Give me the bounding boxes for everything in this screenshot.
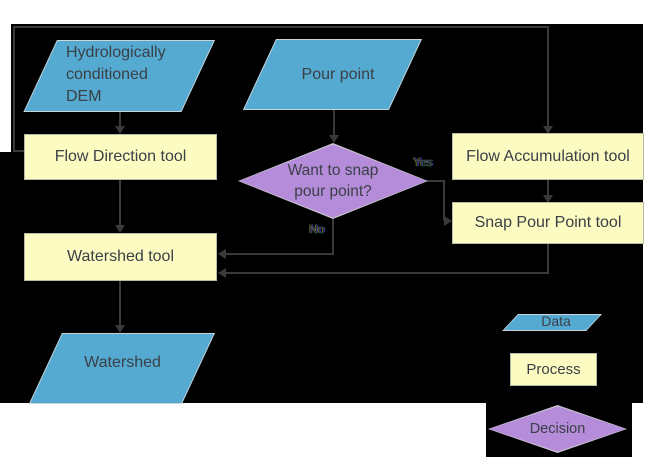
- edge-decision-yes-horizontal: [427, 180, 445, 182]
- node-flowaccumulation: Flow Accumulation tool: [452, 133, 644, 180]
- node-dem-line1: Hydrologically: [66, 44, 166, 61]
- arrowhead-yes-into-snappourpoint: [444, 216, 452, 226]
- node-decision-label: Want to snap pour point?: [238, 143, 428, 219]
- edge-decision-no-horizontal: [226, 253, 334, 255]
- edge-dem-to-flowdirection: [119, 112, 121, 127]
- edge-flowdirection-to-watershedtool: [119, 180, 121, 226]
- legend-decision-label: Decision: [488, 405, 627, 453]
- edge-decision-no-vertical: [332, 218, 334, 255]
- arrowhead-no-into-watershedtool: [218, 249, 226, 259]
- edge-decision-yes-vertical: [443, 180, 445, 221]
- node-dem-line3: DEM: [66, 88, 102, 105]
- arrowhead-dem-to-flowdirection: [115, 126, 125, 134]
- arrowhead-pourpoint-to-decision: [329, 135, 339, 143]
- legend-decision-text: Decision: [529, 421, 586, 437]
- edge-top-horizontal: [13, 26, 549, 28]
- edge-watershedtool-to-watershed: [119, 281, 121, 326]
- node-dem-label: Hydrologically conditioned DEM: [66, 42, 206, 108]
- edge-pourpoint-to-decision: [333, 110, 335, 137]
- edge-flowdirection-out-left: [13, 150, 25, 152]
- edge-flowaccumulation-to-snappourpoint: [547, 180, 549, 196]
- edge-down-to-flowaccumulation: [547, 26, 549, 127]
- arrowhead-snappourpoint-into-watershedtool: [218, 268, 226, 278]
- node-decision-line1: Want to snap: [287, 162, 379, 179]
- arrowhead-flowdirection-to-watershedtool: [115, 225, 125, 233]
- node-pourpoint-label: Pour point: [301, 66, 375, 83]
- node-flowaccumulation-label: Flow Accumulation tool: [466, 147, 630, 165]
- node-flowdirection: Flow Direction tool: [24, 134, 217, 180]
- edge-label-yes: Yes: [413, 155, 433, 169]
- node-snappourpoint: Snap Pour Point tool: [452, 202, 644, 244]
- arrowhead-flowaccumulation-to-snappourpoint: [543, 195, 553, 203]
- legend-process-shape: Process: [510, 353, 597, 386]
- legend-data-label: Data: [541, 313, 571, 329]
- edge-snappourpoint-down: [547, 244, 549, 274]
- node-watershedtool-label: Watershed tool: [66, 248, 174, 265]
- arrowhead-watershedtool-to-watershed: [115, 325, 125, 333]
- background-left-strip: [0, 152, 11, 403]
- edge-flowdirection-up-left: [13, 26, 15, 152]
- node-flowdirection-label: Flow Direction tool: [54, 148, 187, 165]
- legend-process-label: Process: [526, 361, 581, 378]
- node-decision-line2: pour point?: [294, 183, 372, 200]
- node-snappourpoint-label: Snap Pour Point tool: [474, 214, 622, 231]
- node-dem-line2: conditioned: [66, 66, 148, 83]
- node-watershedtool: Watershed tool: [24, 233, 217, 281]
- edge-snappourpoint-to-watershedtool: [226, 272, 549, 274]
- edge-label-no: No: [309, 222, 325, 236]
- arrowhead-into-flowaccumulation: [543, 126, 553, 134]
- node-watershed-label: Watershed: [84, 354, 161, 371]
